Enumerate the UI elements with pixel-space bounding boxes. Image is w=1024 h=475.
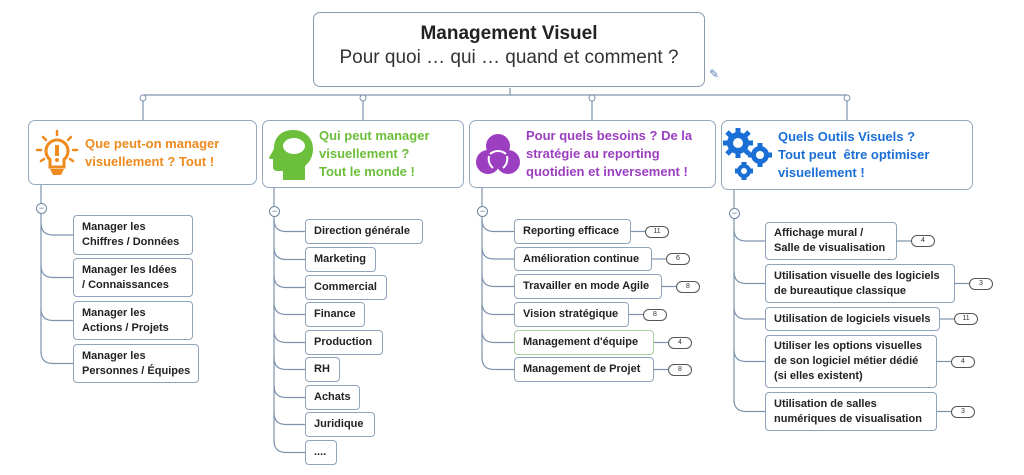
count-badge[interactable]: 4 [911,235,935,247]
connector [273,247,305,261]
child-topic[interactable]: Reporting efficace [514,219,631,244]
branch-label: Qui peut manager visuellement ? Tout le … [319,128,430,179]
branch-topic[interactable]: Que peut-on manager visuellement ? Tout … [28,120,257,185]
connector [733,306,765,320]
connector [40,222,73,236]
child-topic[interactable]: Achats [305,385,360,410]
child-topic[interactable]: Utilisation de logiciels visuels [765,307,940,331]
child-topic[interactable]: RH [305,357,340,382]
branch-topic[interactable]: Quels Outils Visuels ? Tout peut être op… [721,120,973,190]
count-badge[interactable]: 4 [951,355,975,368]
connector [40,308,73,322]
child-topic[interactable]: Management d'équipe [514,330,654,355]
count-badge[interactable]: 8 [676,280,700,293]
count-badge[interactable]: 8 [643,308,667,321]
child-topic[interactable]: Commercial [305,275,387,300]
branch-label: Quels Outils Visuels ? Tout peut être op… [778,129,930,180]
collapse-toggle[interactable]: − [729,208,740,219]
connector [481,274,514,288]
child-topic[interactable]: Juridique [305,412,375,437]
count-badge[interactable]: 11 [954,313,978,325]
child-topic[interactable]: Utilisation visuelle des logiciels de bu… [765,264,955,303]
note-edit-icon[interactable]: ✎ [709,67,720,81]
connector [481,357,514,371]
connector [733,271,765,285]
connector [481,246,514,260]
connector [273,219,305,233]
child-topic[interactable]: Finance [305,302,365,327]
count-badge[interactable]: 8 [668,363,692,376]
child-topic[interactable]: Utiliser les options visuelles de son lo… [765,335,937,388]
child-topic[interactable]: Utilisation de salles numériques de visu… [765,392,937,431]
connector [40,351,73,365]
count-badge[interactable]: 4 [668,336,692,349]
connector [40,265,73,279]
venn-icon [470,132,526,176]
child-topic[interactable]: Marketing [305,247,376,272]
child-topic[interactable]: Travailler en mode Agile [514,274,662,299]
connector-dot [843,94,851,102]
child-topic[interactable]: Manager les Actions / Projets [73,301,193,340]
head-brain-icon [263,128,319,180]
connector [481,330,514,344]
connector [733,399,765,413]
child-topic[interactable]: Production [305,330,383,355]
connector [273,412,305,426]
collapse-toggle[interactable]: − [36,203,47,214]
child-topic[interactable]: Affichage mural / Salle de visualisation [765,222,897,260]
gears-icon [722,127,778,183]
connector-dot [139,94,147,102]
connector-dot [359,94,367,102]
collapse-toggle[interactable]: − [269,206,280,217]
connector [273,302,305,316]
count-badge[interactable]: 3 [969,277,993,290]
connector [481,302,514,316]
child-topic[interactable]: Manager les Chiffres / Données [73,215,193,255]
branch-label: Que peut-on manager visuellement ? Tout … [85,135,220,169]
count-badge[interactable]: 6 [666,253,690,265]
child-topic[interactable]: Amélioration continue [514,247,652,271]
connector [273,385,305,399]
child-topic[interactable]: Vision stratégique [514,302,629,327]
connector [273,275,305,289]
child-topic[interactable]: Management de Projet [514,357,654,382]
count-badge[interactable]: 11 [645,225,669,238]
connector-dot [588,94,596,102]
child-topic[interactable]: Direction générale [305,219,423,244]
connector [273,330,305,344]
connector [733,228,765,242]
count-badge[interactable]: 3 [951,405,975,418]
connector [481,219,514,233]
branch-label: Pour quels besoins ? De la stratégie au … [526,128,693,179]
branch-topic[interactable]: Qui peut manager visuellement ? Tout le … [262,120,464,188]
central-topic[interactable]: Management Visuel Pour quoi … qui … quan… [313,12,705,87]
child-topic[interactable]: .... [305,440,337,465]
child-topic[interactable]: Manager les Personnes / Équipes [73,344,200,383]
central-title: Management Visuel [420,23,598,44]
connector [273,440,305,454]
child-topic[interactable]: Manager les Idées / Connaissances [73,258,193,297]
lightbulb-icon [29,129,85,177]
connector [733,349,765,363]
connector [273,357,305,371]
branch-topic[interactable]: Pour quels besoins ? De la stratégie au … [469,120,716,188]
connector [143,88,847,96]
collapse-toggle[interactable]: − [477,206,488,217]
central-subtitle: Pour quoi … qui … quand et comment ? [339,47,679,68]
